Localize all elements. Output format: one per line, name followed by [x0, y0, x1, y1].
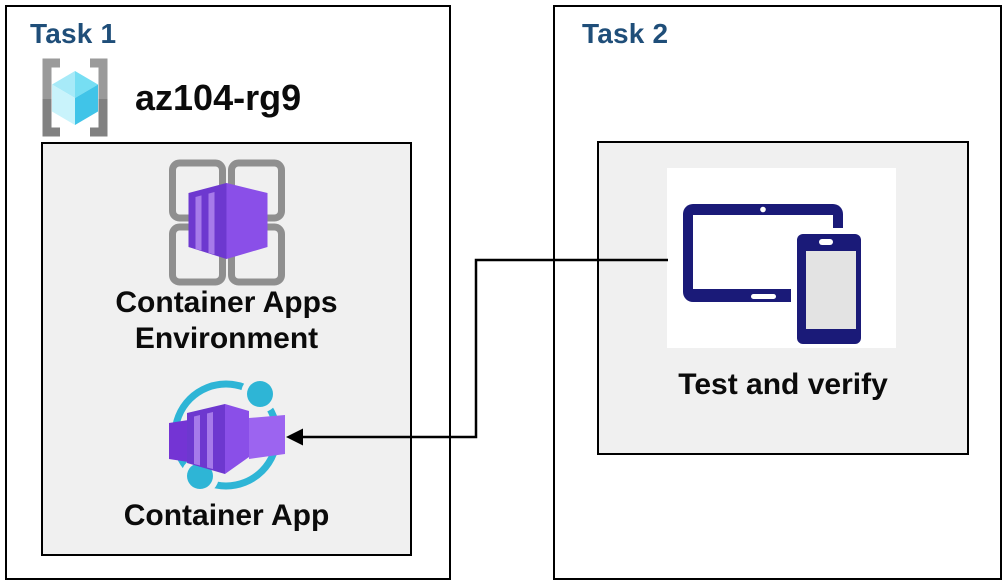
test-and-verify-label: Test and verify: [678, 368, 888, 401]
container-apps-environment-icon: [168, 159, 285, 286]
task1-title: Task 1: [30, 18, 117, 49]
container-apps-panel: Container Apps Environment Container App: [41, 142, 412, 556]
task1-box: Task 1 az104-rg9: [5, 5, 451, 580]
test-and-verify-panel: Test and verify: [597, 141, 969, 455]
resource-group: az104-rg9: [30, 55, 301, 140]
resource-group-name: az104-rg9: [135, 76, 302, 118]
container-apps-environment-label-line2: Environment: [134, 322, 319, 355]
container-apps-environment-label: Container Apps Environment: [43, 285, 410, 357]
test-and-verify-card: [667, 168, 896, 348]
task2-title: Task 2: [582, 18, 669, 49]
container-app-label: Container App: [123, 499, 330, 532]
container-apps-environment-label-line1: Container Apps: [115, 286, 338, 319]
resource-group-icon: [42, 58, 108, 137]
devices-icon: [683, 204, 867, 348]
container-app-icon: [168, 378, 285, 494]
task2-box: Task 2 Test and verify: [553, 5, 1002, 580]
